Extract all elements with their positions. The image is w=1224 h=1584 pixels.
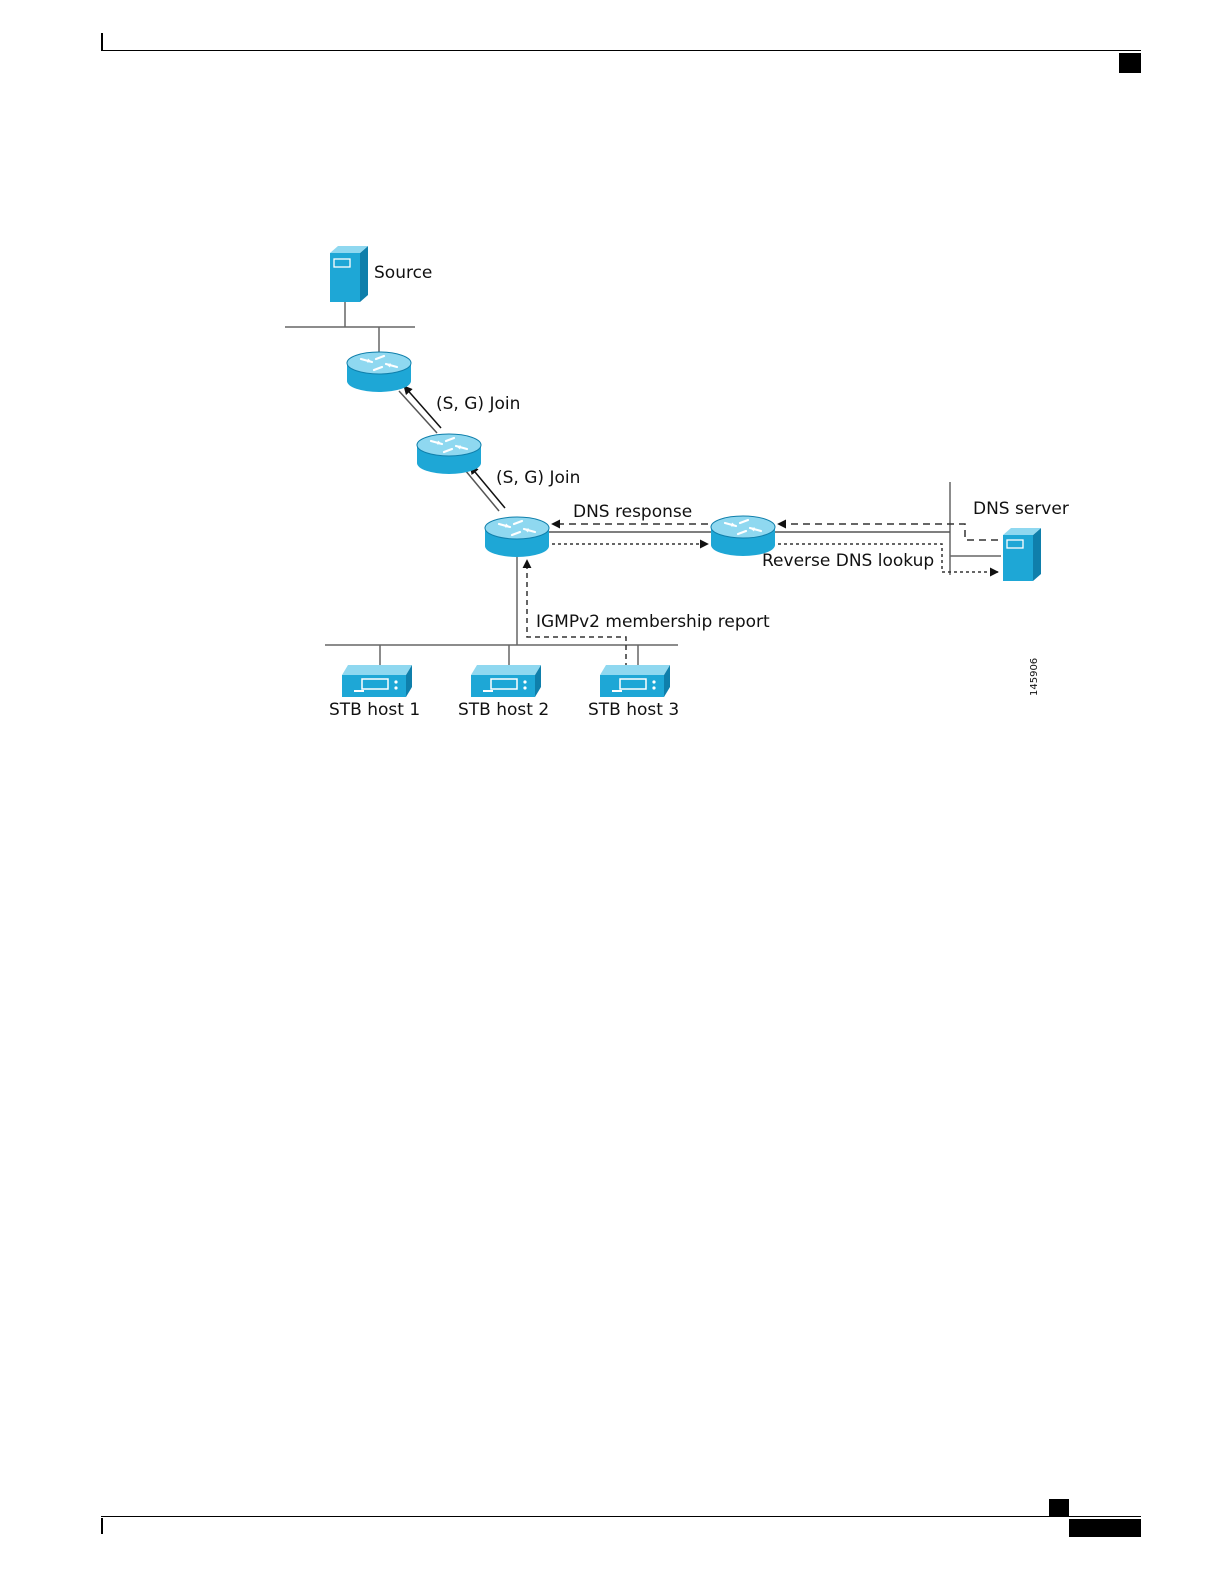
igmp-report-label: IGMPv2 membership report bbox=[536, 612, 770, 632]
router-3-icon bbox=[485, 517, 549, 557]
stb-host-1-icon bbox=[342, 665, 412, 697]
router-1-icon bbox=[347, 352, 411, 392]
dns-server-label: DNS server bbox=[973, 499, 1069, 519]
stb-host-1-label: STB host 1 bbox=[329, 700, 420, 720]
sg-join-lower-label: (S, G) Join bbox=[496, 468, 580, 488]
source-label: Source bbox=[374, 263, 432, 283]
figure-id: 145906 bbox=[1029, 658, 1040, 696]
reverse-dns-label: Reverse DNS lookup bbox=[762, 551, 934, 571]
link-r1-r2 bbox=[399, 391, 437, 433]
link-r2-r3 bbox=[465, 470, 499, 511]
router-2-icon bbox=[417, 434, 481, 474]
dns-response-label: DNS response bbox=[573, 502, 692, 522]
router-4-icon bbox=[711, 516, 775, 556]
stb-host-3-label: STB host 3 bbox=[588, 700, 679, 720]
dns-server-icon bbox=[1003, 528, 1041, 581]
stb-host-2-icon bbox=[471, 665, 541, 697]
source-server-icon bbox=[330, 246, 368, 302]
stb-host-3-icon bbox=[600, 665, 670, 697]
stb-host-2-label: STB host 2 bbox=[458, 700, 549, 720]
sg-join-upper-label: (S, G) Join bbox=[436, 394, 520, 414]
